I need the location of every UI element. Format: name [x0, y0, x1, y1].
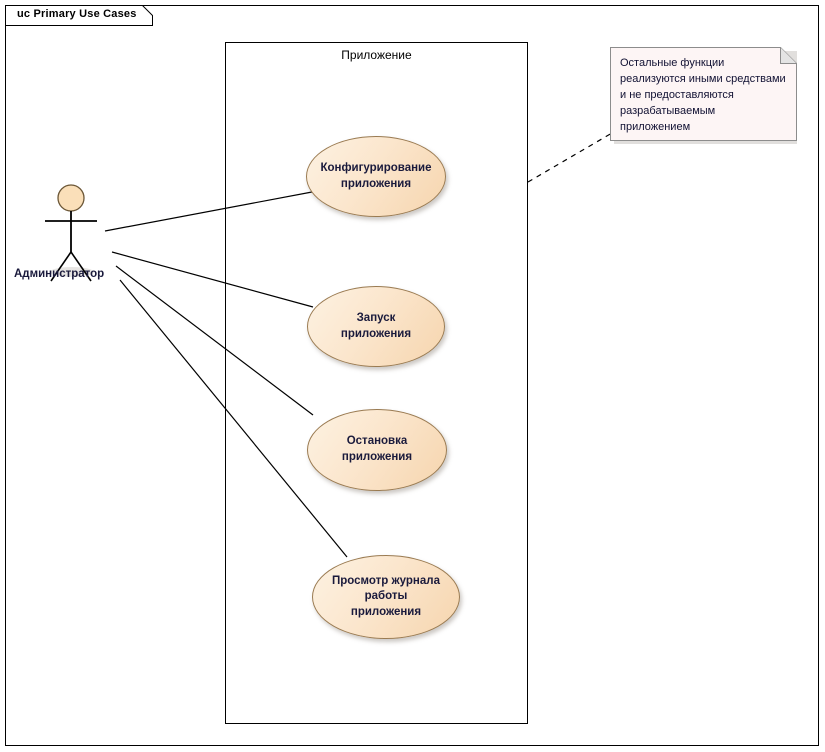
use-case-stop-label: Остановка приложения — [341, 435, 413, 463]
use-case-stop[interactable]: Остановка приложения — [307, 409, 447, 491]
note-box[interactable]: Остальные функции реализуются иными сред… — [610, 47, 797, 144]
note-text-content: Остальные функции реализуются иными сред… — [620, 57, 786, 133]
use-case-view-log[interactable]: Просмотр журнала работы приложения — [312, 555, 460, 639]
use-case-start-label: Запуск приложения — [340, 311, 412, 340]
actor-administrator[interactable] — [30, 180, 130, 290]
stick-figure-actor-icon — [45, 184, 97, 282]
frame-tab-shape — [5, 5, 153, 26]
actor-name-label: Администратор — [14, 268, 105, 280]
use-case-configure[interactable]: Конфигурирование приложения — [306, 136, 446, 217]
use-case-view-log-label: Просмотр журнала работы приложения — [332, 574, 440, 618]
use-case-start[interactable]: Запуск приложения — [307, 286, 445, 367]
use-case-configure-label: Конфигурирование приложения — [320, 161, 432, 190]
diagram-title-label: uc Primary Use Cases — [17, 8, 137, 20]
system-boundary-label: Приложение — [341, 48, 412, 62]
note-folded-corner-icon — [610, 47, 797, 144]
diagram-frame-tab: uc Primary Use Cases — [5, 5, 153, 26]
